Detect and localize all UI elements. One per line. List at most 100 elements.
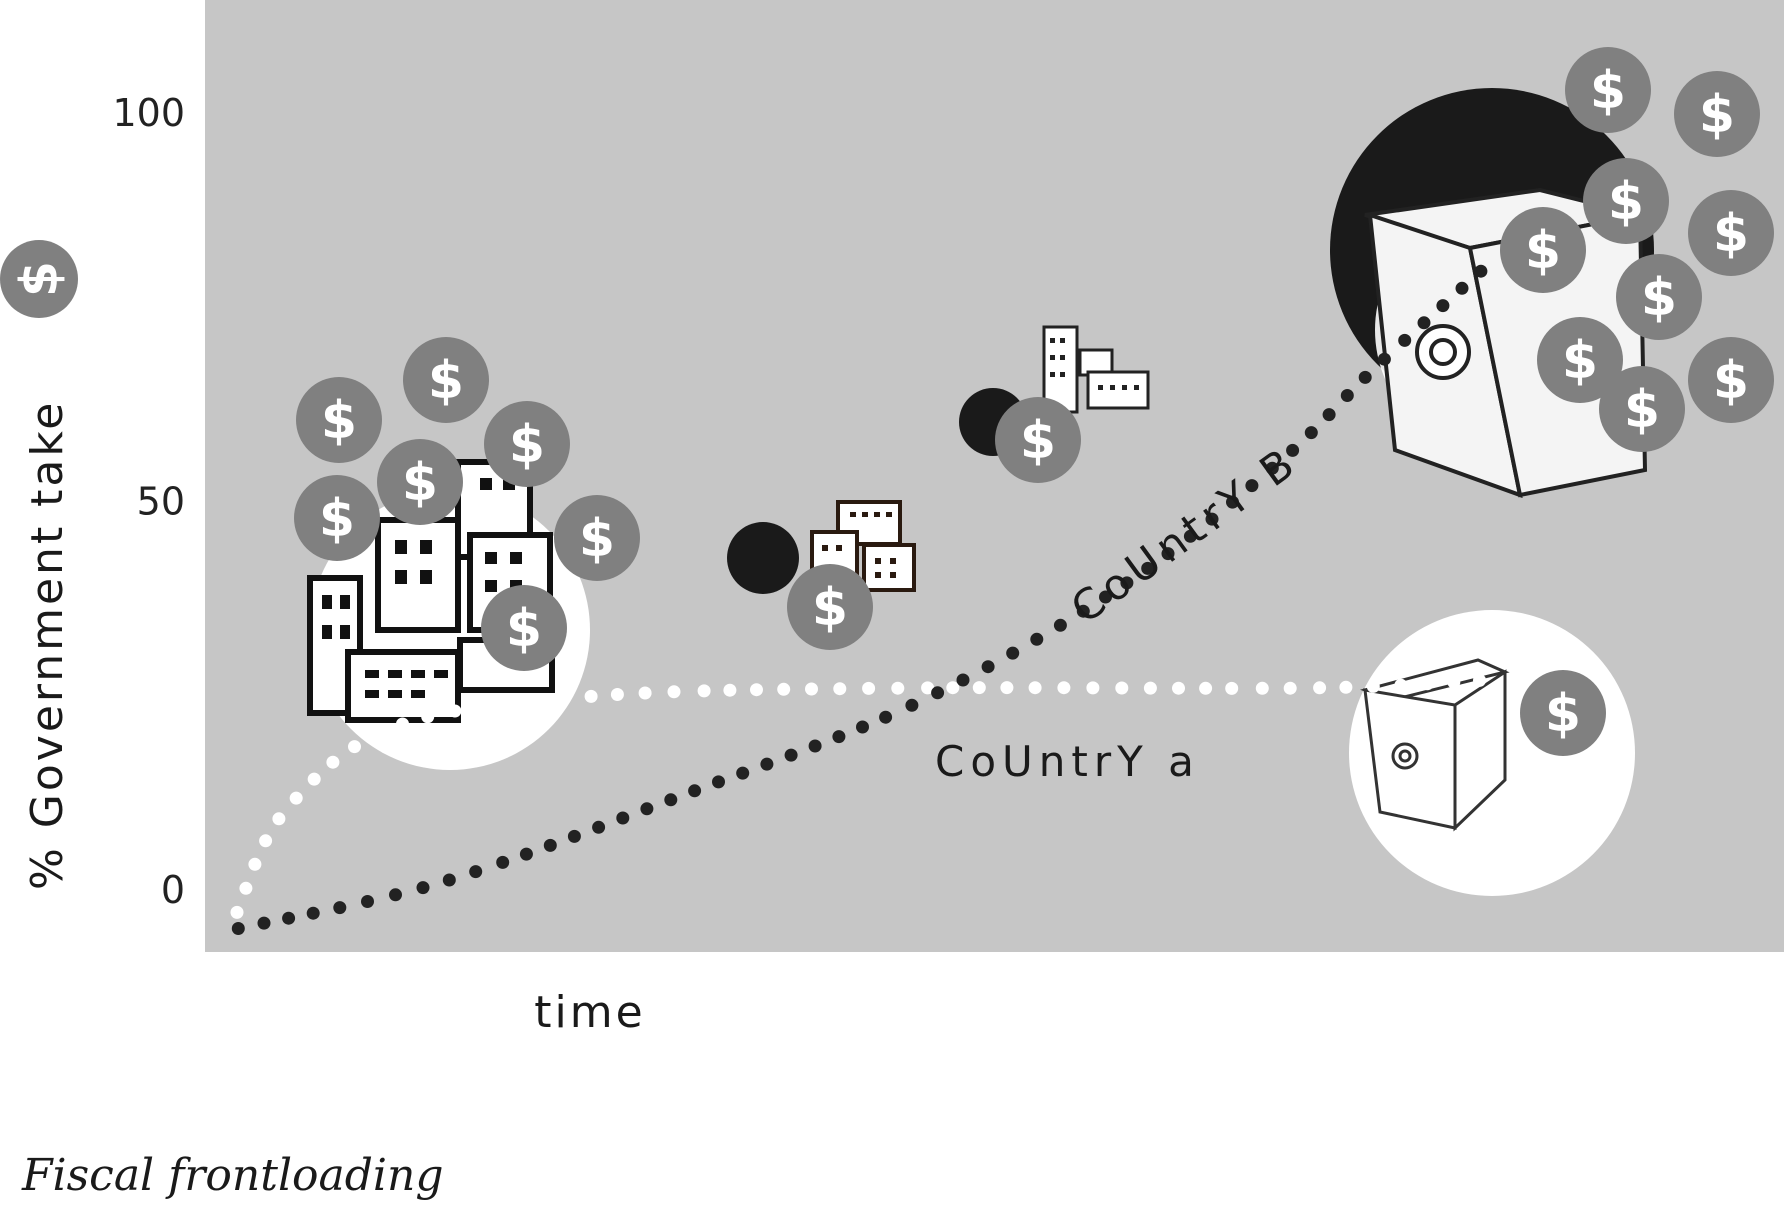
series-dot: [231, 922, 245, 935]
series-dot: [1199, 681, 1213, 695]
series-dot: [306, 906, 320, 920]
svg-text:$: $: [1590, 61, 1626, 121]
series-dot: [688, 784, 702, 798]
series-dot: [333, 901, 347, 915]
small-safe-illustration: [1349, 610, 1635, 896]
series-layer: [230, 264, 1488, 935]
series-dot: [921, 681, 935, 695]
series-dot: [1141, 561, 1155, 575]
series-dot: [272, 812, 286, 826]
series-dot: [640, 802, 654, 816]
series-dot: [442, 873, 456, 887]
series-dot: [1099, 590, 1112, 604]
dollar-coin-icon: $: [1688, 190, 1774, 276]
dollar-coin-icon: $: [1674, 71, 1760, 157]
svg-text:$: $: [1624, 380, 1660, 440]
series-dot: [1000, 681, 1014, 695]
series-dot: [1420, 677, 1434, 691]
series-dot: [1283, 681, 1297, 695]
svg-text:$: $: [10, 261, 70, 297]
series-dot: [1313, 681, 1327, 695]
series-dot: [833, 682, 847, 696]
series-dot: [1339, 680, 1353, 694]
dollar-coin-icon: $: [554, 495, 640, 581]
dollar-coin-icon: $: [294, 475, 380, 561]
svg-text:$: $: [1608, 172, 1644, 232]
svg-text:$: $: [1525, 221, 1561, 281]
series-dot: [1322, 408, 1336, 422]
series-dot: [905, 698, 919, 712]
svg-text:$: $: [1562, 331, 1598, 391]
series-dot: [723, 683, 737, 697]
series-dot: [1265, 461, 1279, 475]
series-dot: [230, 905, 244, 919]
coin-layer: $$$$$$$$$$$$$$$$$$$: [294, 47, 1774, 756]
series-dot: [289, 791, 303, 805]
series-dot: [1053, 618, 1067, 632]
series-dot: [257, 916, 271, 930]
series-dot: [1417, 316, 1431, 330]
svg-text:$: $: [321, 391, 357, 451]
svg-text:$: $: [1020, 411, 1056, 471]
series-label-country-a: CoUntrY a: [935, 737, 1200, 786]
series-dot: [248, 857, 262, 871]
series-dot: [1455, 281, 1469, 295]
series-dot: [567, 829, 581, 843]
series-dot: [1398, 333, 1412, 347]
series-dot: [1304, 426, 1318, 440]
y-axis-label: % Government take: [22, 400, 73, 890]
series-dot: [1161, 547, 1175, 561]
series-dot: [832, 730, 846, 744]
y-tick-label: 100: [112, 91, 185, 135]
dollar-coin-icon: $: [1520, 670, 1606, 756]
dollar-coin-icon: $: [0, 240, 78, 318]
dollar-coin-icon: $: [484, 401, 570, 487]
y-tick-label: 0: [161, 868, 185, 912]
svg-text:$: $: [428, 351, 464, 411]
series-dot: [697, 684, 711, 698]
series-dot: [592, 820, 606, 834]
series-dot: [946, 681, 960, 695]
series-dot: [1030, 632, 1044, 646]
series-dot: [519, 847, 533, 861]
dollar-coin-icon: $: [403, 337, 489, 423]
series-dot: [1226, 495, 1239, 509]
series-country-b: [231, 264, 1488, 935]
buildings-illustration: [307, 459, 590, 770]
series-dot: [543, 838, 557, 852]
series-dot: [1436, 299, 1450, 313]
series-dot: [1076, 604, 1090, 618]
series-dot: [416, 881, 430, 895]
series-dot: [750, 683, 763, 697]
series-dot: [370, 727, 384, 741]
series-dot: [307, 772, 321, 786]
series-dot: [760, 757, 774, 771]
series-dot: [389, 888, 402, 902]
series-dot: [396, 717, 409, 731]
black-dot: [727, 522, 799, 594]
dollar-coin-icon: $: [995, 397, 1081, 483]
buildings-icon: [1042, 325, 1150, 414]
svg-text:$: $: [1713, 351, 1749, 411]
svg-text:$: $: [1641, 268, 1677, 328]
series-dot: [259, 834, 273, 848]
figure-caption: Fiscal frontloading: [22, 1150, 444, 1201]
series-dot: [502, 697, 516, 710]
series-dot: [879, 710, 893, 724]
series-dot: [616, 811, 630, 825]
series-dot: [667, 685, 681, 699]
series-dot: [891, 681, 905, 695]
dollar-coin-icon: $: [1565, 47, 1651, 133]
y-axis: 0 50 100 % Government take: [22, 91, 185, 912]
series-dot: [862, 681, 876, 695]
series-dot: [1447, 675, 1461, 689]
series-dot: [1028, 681, 1042, 695]
svg-text:$: $: [506, 599, 542, 659]
series-dot: [712, 775, 725, 789]
series-dot: [931, 686, 945, 700]
series-dot: [610, 688, 624, 701]
series-dot: [808, 739, 822, 753]
series-dot: [1473, 673, 1486, 687]
buildings-icon: [307, 459, 555, 723]
